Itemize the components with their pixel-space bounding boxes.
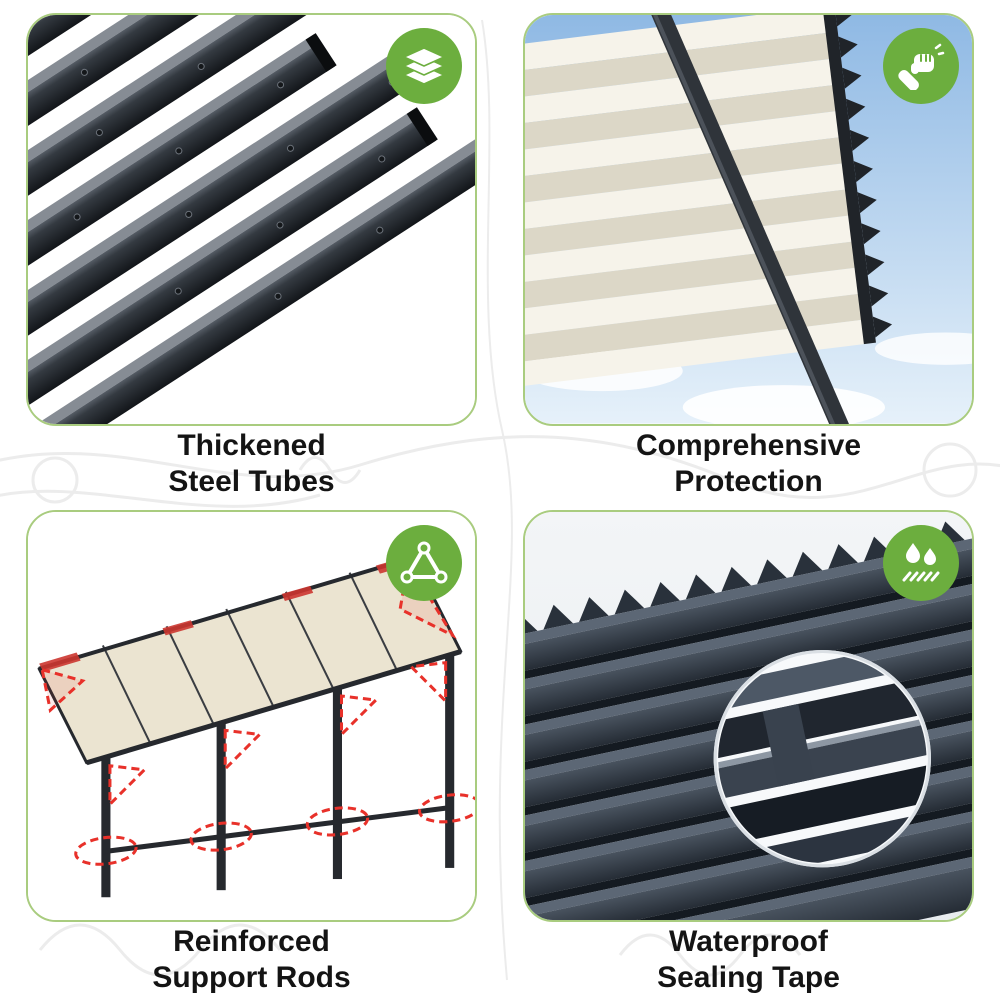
feature-title-line2: Protection: [674, 464, 823, 498]
feature-card-reinforced-support-rods: Reinforced Support Rods: [26, 509, 477, 999]
sealing-tape-photo: [523, 509, 974, 922]
truss-triangle-icon: [400, 541, 448, 583]
feature-title-line1: Waterproof: [669, 925, 828, 958]
feature-title-line2: Support Rods: [152, 961, 351, 994]
roof-protection-illustration: [525, 15, 972, 424]
feature-title-line1: Thickened: [177, 428, 326, 462]
water-drops-badge: [883, 524, 959, 601]
support-rods-photo: [26, 509, 477, 922]
stacked-layers-icon: [403, 47, 445, 85]
feature-title-line1: Reinforced: [173, 925, 330, 958]
sealing-tape-illustration: [525, 511, 972, 920]
roof-protection-photo: [523, 13, 974, 426]
feature-title-line1: Comprehensive: [635, 428, 862, 462]
truss-triangle-badge: [386, 524, 462, 601]
feature-title-steel-tubes: Thickened Steel Tubes: [26, 426, 477, 502]
feature-title-sealing-tape: Waterproof Sealing Tape: [523, 922, 974, 998]
feature-title-support-rods: Reinforced Support Rods: [26, 922, 477, 998]
feature-title-protection: Comprehensive Protection: [523, 426, 974, 502]
feature-card-waterproof-sealing-tape: Waterproof Sealing Tape: [523, 509, 974, 999]
punch-fist-badge: [883, 28, 959, 104]
feature-card-comprehensive-protection: Comprehensive Protection: [523, 13, 974, 502]
steel-tubes-photo: [26, 13, 477, 426]
feature-title-line2: Steel Tubes: [168, 464, 335, 498]
water-drops-icon: [902, 542, 940, 581]
feature-title-line2: Sealing Tape: [657, 961, 840, 994]
stacked-layers-badge: [386, 28, 462, 104]
steel-tubes-illustration: [28, 15, 475, 424]
feature-card-thickened-steel-tubes: Thickened Steel Tubes: [26, 13, 477, 502]
punch-fist-icon: [898, 43, 945, 90]
